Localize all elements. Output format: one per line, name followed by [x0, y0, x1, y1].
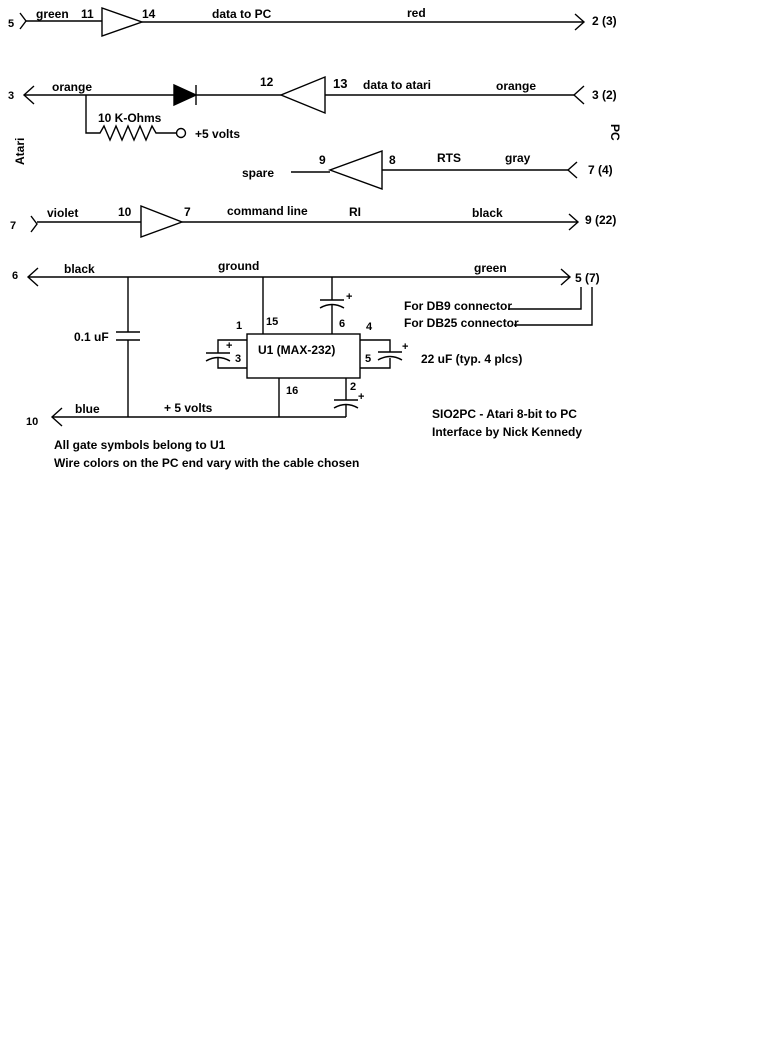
pc-pin-label: 9 (22) [585, 213, 616, 227]
pin-label: 5 [365, 353, 371, 365]
atari-connector-symbol [30, 215, 38, 233]
pin-label: 6 [339, 318, 345, 330]
pc-pin-label: 2 (3) [592, 14, 617, 28]
wire-color-label: violet [47, 206, 78, 220]
wire-color-label: black [472, 206, 503, 220]
signal-label: RTS [437, 151, 461, 165]
atari-pin-label: 5 [8, 18, 14, 30]
signal-label: command line [227, 204, 308, 218]
capacitor-curved-plate [205, 356, 231, 362]
capacitor-value-label: 0.1 uF [74, 330, 109, 344]
line-command: 7 violet 10 7 command line RI black 9 (2… [10, 204, 616, 239]
diode-symbol [173, 83, 198, 107]
polarity-label: + [346, 291, 352, 303]
pc-connector-symbol [568, 213, 580, 231]
line-ground: 6 black ground green 5 (7) For DB9 conne… [12, 259, 600, 330]
pin-label: 15 [266, 316, 278, 328]
resistor-label: 10 K-Ohms [98, 111, 162, 125]
pc-connector-symbol [560, 268, 572, 286]
note-line: All gate symbols belong to U1 [54, 438, 226, 452]
pin-label: 4 [366, 321, 373, 333]
gate-pin-label: 14 [142, 7, 156, 21]
resistor-symbol [85, 95, 176, 142]
db9-leader [508, 287, 582, 310]
atari-pin-label: 3 [8, 90, 14, 102]
wire-color-label: green [474, 261, 507, 275]
signal-label: + 5 volts [164, 401, 213, 415]
max232-chip: U1 (MAX-232) 15 16 + 1 3 + 6 + 4 5 22 uF… [205, 277, 522, 417]
chip-body [246, 333, 361, 379]
wire-color-label: green [36, 7, 69, 21]
pin-label: 16 [286, 385, 298, 397]
signal-label: data to atari [363, 78, 431, 92]
pin-label: 3 [235, 353, 241, 365]
pin5-wire [360, 358, 391, 369]
spare-label: spare [242, 166, 274, 180]
bypass-capacitor: 0.1 uF [74, 277, 140, 417]
diagram-title: SIO2PC - Atari 8-bit to PC [432, 407, 577, 421]
gate-pin-label: 10 [118, 205, 132, 219]
db9-label: For DB9 connector [404, 299, 512, 313]
wire-color-label: red [407, 6, 426, 20]
atari-pin-label: 10 [26, 416, 38, 428]
wire-color-label: black [64, 262, 95, 276]
note-line: Wire colors on the PC end vary with the … [54, 456, 359, 470]
capacitor-value-label: 22 uF (typ. 4 plcs) [421, 352, 522, 366]
capacitor-curved-plate [333, 403, 359, 409]
signal-label: data to PC [212, 7, 272, 21]
gate-pin-label: 11 [81, 7, 94, 21]
pc-pin-label: 7 (4) [588, 163, 613, 177]
diagram-credit: Interface by Nick Kennedy [432, 425, 582, 439]
line-data-to-atari: 3 orange 10 K-Ohms +5 volts 12 13 data t… [8, 75, 617, 142]
pin4-wire [360, 339, 391, 352]
supply-label: +5 volts [195, 127, 240, 141]
chip-label: U1 (MAX-232) [258, 343, 335, 357]
gate-pin-label: 12 [260, 75, 274, 89]
pc-connector-symbol [572, 85, 585, 105]
buffer-gate-symbol [279, 75, 326, 115]
capacitor-curved-plate [319, 303, 345, 309]
gate-pin-label: 8 [389, 153, 396, 167]
line-plus5: 10 blue + 5 volts [26, 401, 346, 428]
polarity-label: + [226, 340, 232, 352]
buffer-gate-symbol [327, 149, 383, 191]
pin-label: 2 [350, 381, 356, 393]
gate-pin-label: 13 [333, 76, 347, 91]
gate-pin-label: 7 [184, 205, 191, 219]
pc-pin-label: 5 (7) [575, 271, 600, 285]
pc-connector-symbol [574, 13, 586, 31]
pc-connector-symbol [566, 161, 578, 179]
pc-pin-label: 3 (2) [592, 88, 617, 102]
supply-terminal-symbol [175, 127, 187, 139]
wire-color-label: orange [52, 80, 92, 94]
pin-label: 1 [236, 320, 242, 332]
wire-color-label: gray [505, 151, 531, 165]
db25-leader [514, 287, 593, 326]
pin3-wire [217, 358, 247, 369]
atari-pin-label: 7 [10, 220, 16, 232]
polarity-label: + [402, 341, 408, 353]
line-data-to-pc: 5 green 11 14 data to PC red 2 (3) [8, 6, 617, 37]
wire-color-label: blue [75, 402, 100, 416]
signal-label: ground [218, 259, 259, 273]
atari-pin-label: 6 [12, 270, 18, 282]
pc-side-label: PC [608, 124, 622, 141]
signal-label: RI [349, 205, 361, 219]
polarity-label: + [358, 391, 364, 403]
db25-label: For DB25 connector [404, 316, 519, 330]
atari-connector-symbol [19, 12, 27, 30]
wire-color-label: orange [496, 79, 536, 93]
buffer-gate-symbol [140, 204, 184, 239]
pin1-wire [217, 339, 247, 353]
capacitor-curved-plate [377, 355, 403, 361]
line-rts: spare 9 8 RTS gray 7 (4) [242, 149, 613, 191]
buffer-gate-symbol [101, 7, 145, 37]
gate-pin-label: 9 [319, 153, 326, 167]
atari-side-label: Atari [13, 138, 27, 165]
